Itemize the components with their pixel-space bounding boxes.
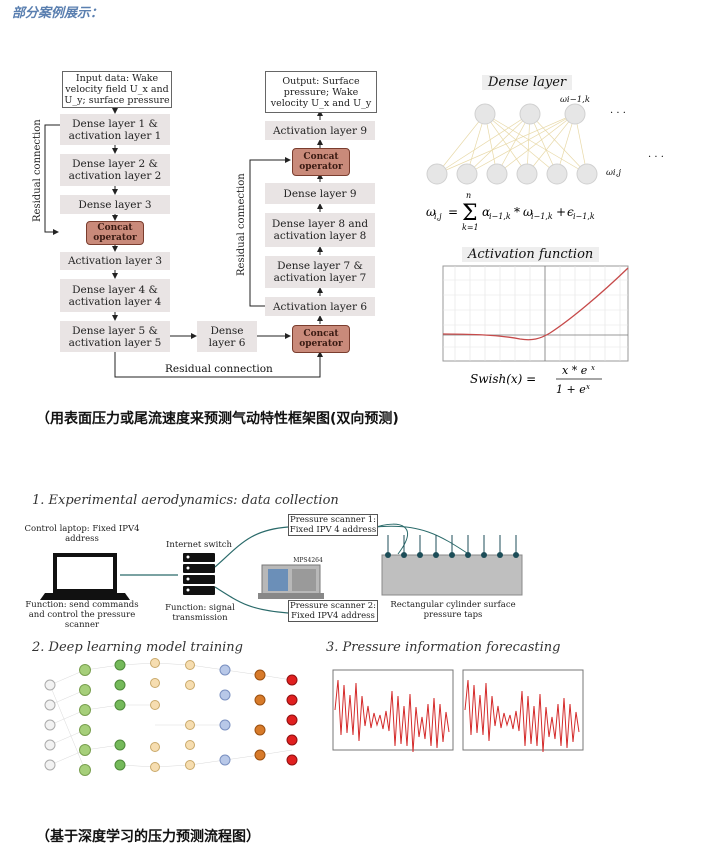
svg-text:x: x	[591, 364, 595, 372]
input-data-box: Input data: Wake velocity field U_x and …	[62, 71, 172, 108]
dense-layer-3-box: Dense layer 3	[60, 195, 170, 214]
svg-text:i,j: i,j	[434, 212, 442, 221]
page-header: 部分案例展示：	[12, 6, 104, 21]
framework-arrows	[44, 103, 629, 378]
omega-bottom-label: ωi,j	[606, 168, 621, 178]
dense-layer-4-box: Dense layer 4 & activation layer 4	[60, 279, 170, 312]
scanner-2-label: Pressure scanner 2: Fixed IPV4 address	[288, 600, 378, 622]
svg-text:ϵ: ϵ	[567, 205, 574, 219]
pipeline-graphics	[40, 523, 584, 776]
deep-network	[49, 662, 293, 771]
svg-text:ω: ω	[426, 205, 436, 219]
laptop-function: Function: send commands and control the …	[25, 600, 139, 630]
dense-layer-7-box: Dense layer 7 & activation layer 7	[265, 256, 375, 288]
svg-text:k=1: k=1	[462, 223, 479, 232]
section-1-title: 1. Experimental aerodynamics: data colle…	[32, 493, 339, 508]
switch-icon	[183, 553, 215, 595]
dense-layer-6-box: Dense layer 6	[197, 321, 257, 352]
scanner-1-label: Pressure scanner 1: Fixed IPV 4 address	[288, 514, 378, 536]
dense-layer-9-box: Dense layer 9	[265, 183, 375, 204]
switch-function: Function: signal transmission	[165, 603, 235, 623]
svg-text:Swish(x) =: Swish(x) =	[470, 372, 536, 386]
section-2-title: 2. Deep learning model training	[32, 640, 244, 655]
svg-text:n: n	[466, 191, 471, 200]
dense-layer-8-box: Dense layer 8 and activation layer 8	[265, 213, 375, 247]
residual-connection-left-label: Residual connection	[32, 119, 43, 222]
caption-framework: （用表面压力或尾流速度来预测气动特性框架图(双向预测)	[36, 411, 399, 427]
section-3-title: 3. Pressure information forecasting	[326, 640, 561, 655]
forecast-plot-2	[462, 669, 584, 753]
ellipsis-right: · · ·	[648, 152, 664, 163]
svg-text:i−1,k: i−1,k	[573, 212, 595, 221]
dense-layer-2-box: Dense layer 2 & activation layer 2	[60, 154, 170, 186]
svg-text:+: +	[556, 205, 566, 219]
residual-connection-bottom-label: Residual connection	[165, 363, 273, 375]
activation-layer-9-box: Activation layer 9	[265, 121, 375, 140]
concat-operator-left: Concat operator	[86, 221, 144, 245]
omega-top-label: ωi−1,k	[560, 95, 591, 105]
svg-text:α: α	[482, 205, 490, 219]
dense-layer-title: Dense layer	[482, 75, 573, 90]
svg-text:*: *	[514, 205, 520, 219]
svg-text:=: =	[448, 205, 458, 219]
activation-layer-3-box: Activation layer 3	[60, 252, 170, 270]
concat-operator-right-bottom: Concat operator	[292, 325, 350, 353]
activation-plot	[442, 265, 629, 362]
dense-layer-network	[436, 113, 588, 175]
activation-layer-6-box: Activation layer 6	[265, 297, 375, 316]
svg-text:x * e: x * e	[562, 364, 588, 377]
svg-text:x: x	[586, 383, 590, 391]
residual-connection-mid-label: Residual connection	[236, 173, 247, 276]
activation-function-title: Activation function	[462, 247, 600, 262]
svg-text:1 + e: 1 + e	[556, 383, 586, 396]
ellipsis-top: · · ·	[610, 108, 626, 119]
pressure-scanner-device	[258, 564, 324, 599]
svg-text:ω: ω	[523, 205, 533, 219]
svg-text:Σ: Σ	[462, 201, 478, 226]
laptop-icon	[40, 553, 130, 600]
svg-text:i−1,k: i−1,k	[489, 212, 511, 221]
forecast-plot-1	[332, 669, 454, 753]
svg-text:i−1,k: i−1,k	[531, 212, 553, 221]
dense-layer-5-box: Dense layer 5 & activation layer 5	[60, 321, 170, 352]
scanner-model-label: MPS4264	[293, 557, 323, 564]
output-box: Output: Surface pressure; Wake velocity …	[265, 71, 377, 113]
dense-layer-1-box: Dense layer 1 & activation layer 1	[60, 114, 170, 145]
cylinder-label: Rectangular cylinder surface pressure ta…	[390, 600, 516, 620]
switch-title: Internet switch	[166, 540, 232, 550]
concat-operator-right-top: Concat operator	[292, 148, 350, 176]
caption-pipeline: （基于深度学习的压力预测流程图）	[36, 829, 260, 845]
laptop-title: Control laptop: Fixed IPV4 address	[24, 524, 140, 544]
